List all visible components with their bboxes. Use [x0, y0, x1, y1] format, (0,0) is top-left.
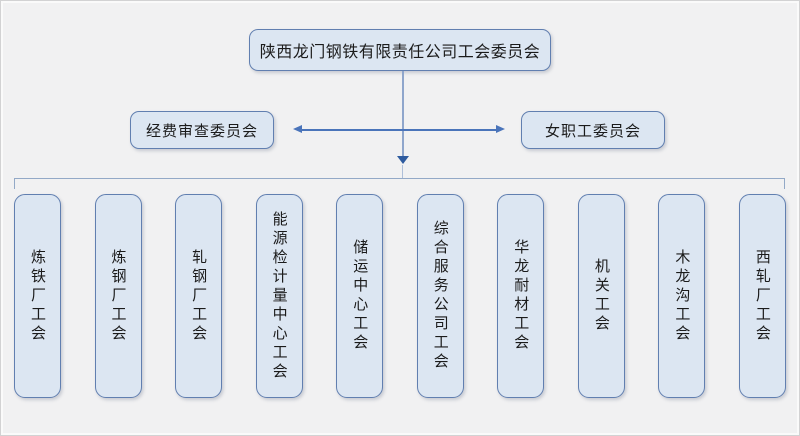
org-root-box: 陕西龙门钢铁有限责任公司工会委员会: [249, 29, 551, 71]
org-box-branch-union: 华龙耐材工会: [497, 194, 545, 398]
org-box-female-workers-committee: 女职工委员会: [521, 111, 665, 149]
connector-committees-line: [302, 129, 496, 131]
org-box-branch-union: 炼钢厂工会: [94, 194, 142, 398]
connector-arrow-to-bracket-stub: [402, 165, 403, 179]
branch-row: 炼铁厂工会 炼钢厂工会 轧钢厂工会 能源检计量中心工会 储运中心工会 综合服务公…: [14, 194, 786, 398]
org-box-branch-union: 能源检计量中心工会: [255, 194, 303, 398]
org-box-branch-union: 机关工会: [577, 194, 625, 398]
org-box-branch-union: 炼铁厂工会: [14, 194, 61, 398]
arrow-left-icon: [293, 125, 302, 133]
org-box-branch-union: 综合服务公司工会: [416, 194, 464, 398]
connector-root-vertical-line: [402, 71, 404, 156]
org-box-branch-union: 轧钢厂工会: [175, 194, 223, 398]
arrow-down-icon: [397, 156, 409, 164]
connector-branches-bracket: [14, 178, 785, 189]
org-box-branch-union: 西轧厂工会: [738, 194, 786, 398]
org-box-branch-union: 储运中心工会: [336, 194, 384, 398]
org-box-branch-union: 木龙沟工会: [658, 194, 706, 398]
org-box-funds-review-committee: 经费审查委员会: [130, 111, 274, 149]
arrow-right-icon: [496, 125, 505, 133]
